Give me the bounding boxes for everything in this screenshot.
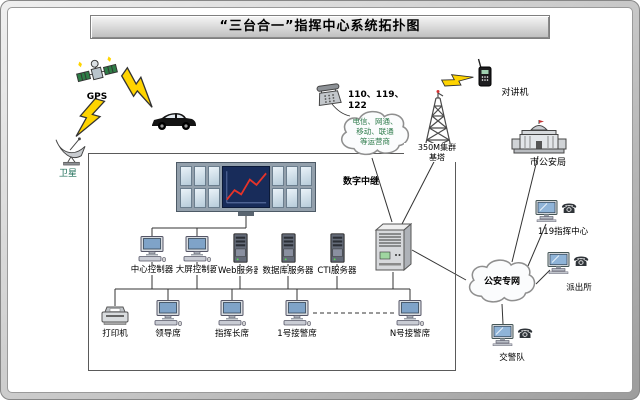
printer-label: 打印机 — [98, 329, 132, 340]
city-police-label: 市公安局 — [529, 158, 566, 168]
police-station-phone-icon: ☎ — [573, 255, 590, 270]
emergency-numbers-label: 110、119、122 — [348, 90, 404, 111]
police-station-pc-icon — [546, 252, 572, 274]
leader-seat-icon — [154, 300, 182, 326]
cti-server-label: CTI服务器 — [313, 266, 361, 277]
walkie-talkie-icon — [476, 58, 494, 88]
fire-center-phone-icon: ☎ — [561, 202, 578, 217]
satellite-dish-icon — [52, 136, 90, 166]
center-controller-icon — [138, 236, 166, 262]
fire-center-label: 119指挥中心 — [537, 227, 589, 237]
web-server-label: Web服务器 — [216, 266, 264, 277]
desk-phone-icon — [315, 82, 344, 107]
lightning-bolt-icon — [75, 97, 106, 137]
seat1-label: 1号接警席 — [271, 329, 323, 340]
city-police-building-icon — [510, 120, 568, 156]
fire-center-pc-icon — [534, 200, 560, 222]
db-server-label: 数据库服务器 — [258, 266, 318, 277]
printer-icon — [100, 306, 130, 326]
web-server-icon — [232, 232, 249, 264]
commander-seat-icon — [218, 300, 246, 326]
traffic-police-phone-icon: ☎ — [517, 327, 534, 342]
telecom-cloud-label: 电信、网通、 移动、联通 等运营商 — [352, 117, 398, 146]
commander-seat-label: 指挥长席 — [210, 329, 254, 340]
trunk-switch-icon — [374, 222, 412, 272]
video-wall-right-screens — [272, 166, 312, 208]
video-wall-stand — [238, 212, 254, 216]
diagram-title: “三台合一”指挥中心系统拓扑图 — [90, 15, 550, 39]
wall-controller-label: 大屏控制器 — [173, 265, 221, 276]
seat1-icon — [283, 300, 311, 326]
walkie-talkie-label: 对讲机 — [501, 88, 529, 98]
lightning-bolt-icon — [120, 66, 153, 108]
db-server-icon — [280, 232, 297, 264]
video-wall-main-screen — [222, 166, 270, 208]
wall-controller-icon — [183, 236, 211, 262]
lightning-bolt-icon — [440, 74, 474, 87]
police-network-label: 公安专网 — [483, 277, 520, 287]
center-controller-label: 中心控制器 — [128, 265, 176, 276]
seatN-label: N号接警席 — [382, 329, 438, 340]
command-center-boundary — [88, 153, 456, 371]
leader-seat-label: 领导席 — [150, 329, 186, 340]
traffic-police-pc-icon — [490, 324, 516, 346]
radio-tower-label: 350M集群 基塔 — [404, 143, 470, 163]
video-wall-left-screens — [180, 166, 220, 208]
car-icon — [150, 110, 198, 132]
police-station-label: 派出所 — [566, 283, 592, 293]
gps-label: GPS — [86, 92, 108, 102]
seatN-icon — [396, 300, 424, 326]
traffic-police-label: 交警队 — [499, 353, 525, 363]
satellite-dish-label: 卫星 — [58, 169, 77, 179]
digital-trunk-label: 数字中继 — [342, 177, 379, 187]
cti-server-icon — [329, 232, 346, 264]
video-wall — [176, 162, 316, 212]
